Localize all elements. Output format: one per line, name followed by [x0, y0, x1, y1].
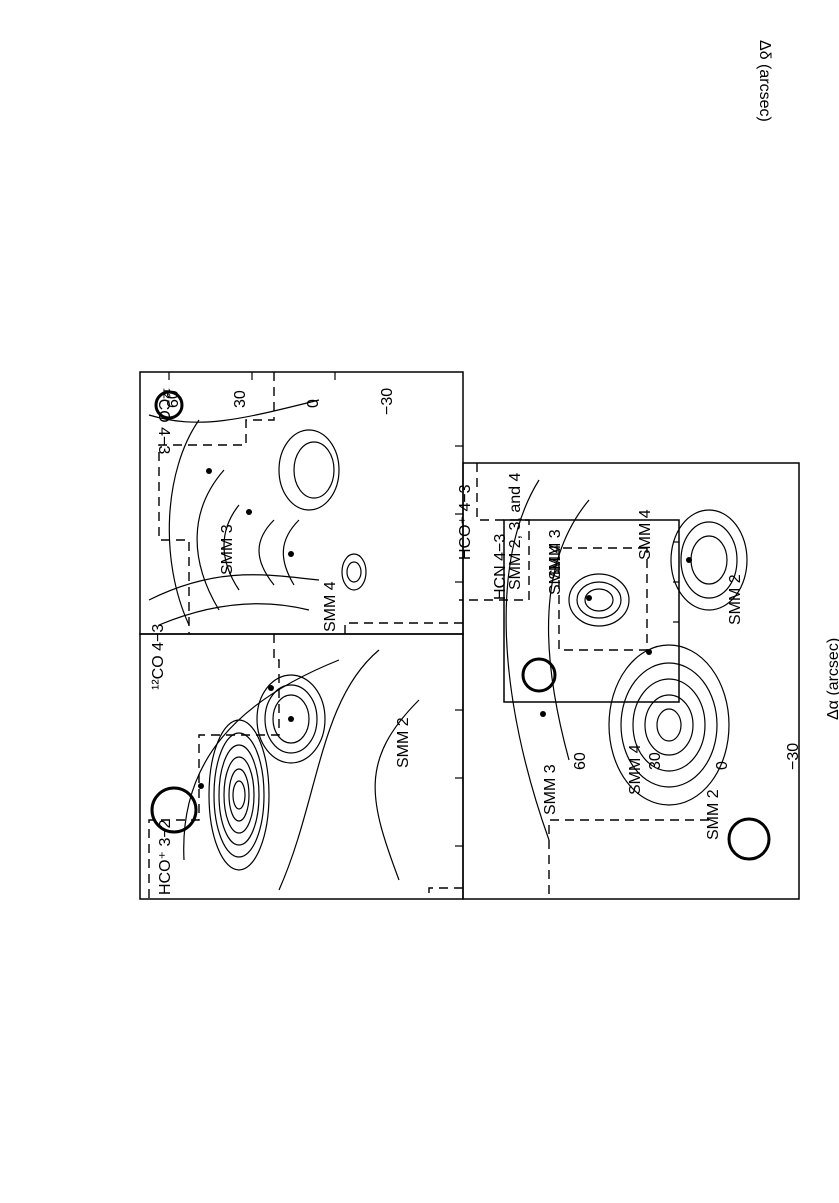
- src-smm2-hco32: SMM 2: [705, 789, 722, 840]
- contours-hco43: [505, 479, 748, 841]
- labels: SMM 2, 3, and 4 Δδ (arcsec) Δα (arcsec) …: [150, 40, 839, 895]
- src-smm4-co: SMM 4: [322, 581, 339, 632]
- contours-hco32: [183, 649, 420, 891]
- panel-label-co: ¹²CO 4−3: [155, 388, 172, 454]
- beam-icon: [154, 390, 184, 420]
- x-tick-30: 30: [647, 752, 664, 770]
- src-smm4-hcn: SMM 4: [547, 544, 564, 595]
- y-tick-0: 0: [305, 399, 322, 408]
- contours-hcn: [568, 573, 630, 627]
- panel-hco32: [139, 633, 464, 900]
- src-smm3-hco32: SMM 3: [542, 764, 559, 815]
- x-tick-60: 60: [572, 752, 589, 770]
- ticks-hco32: [455, 709, 463, 847]
- x-tick-0: 0: [714, 761, 731, 770]
- x-tick-n30: −30: [785, 743, 802, 770]
- label-co: ¹²CO 4−3: [150, 624, 167, 690]
- figure-title: SMM 2, 3, and 4: [507, 473, 524, 590]
- src-smm2-co: SMM 2: [395, 717, 412, 768]
- beam-icon: [727, 817, 771, 861]
- beam-icon: [521, 657, 557, 693]
- beam-icon: [150, 786, 198, 834]
- src-smm4-hco32: SMM 4: [627, 744, 644, 795]
- label-hco32: HCO⁺ 3−2: [157, 819, 174, 895]
- y-tick-60: 60: [165, 390, 182, 408]
- label-hco43: HCO⁺ 4−3: [457, 484, 474, 560]
- panel-hcn: [503, 519, 680, 703]
- contours-co: [148, 399, 367, 626]
- src-smm3-hco43: SMM 3: [547, 529, 564, 580]
- ticks-hcn: [673, 541, 679, 623]
- y-tick-n30: −30: [379, 388, 396, 415]
- y-axis-label: Δδ (arcsec): [756, 40, 773, 122]
- y-tick-30: 30: [232, 390, 249, 408]
- ticks-co: [168, 372, 463, 583]
- src-smm4-hco43: SMM 4: [637, 509, 654, 560]
- panel-co: ¹²CO 4−3: [139, 371, 464, 635]
- src-smm3-co: SMM 3: [219, 524, 236, 575]
- panel-hco43: [459, 462, 800, 900]
- x-axis-label: Δα (arcsec): [825, 638, 839, 720]
- label-hcn: HCN 4−3: [492, 534, 509, 600]
- src-smm2-hco43: SMM 2: [727, 574, 744, 625]
